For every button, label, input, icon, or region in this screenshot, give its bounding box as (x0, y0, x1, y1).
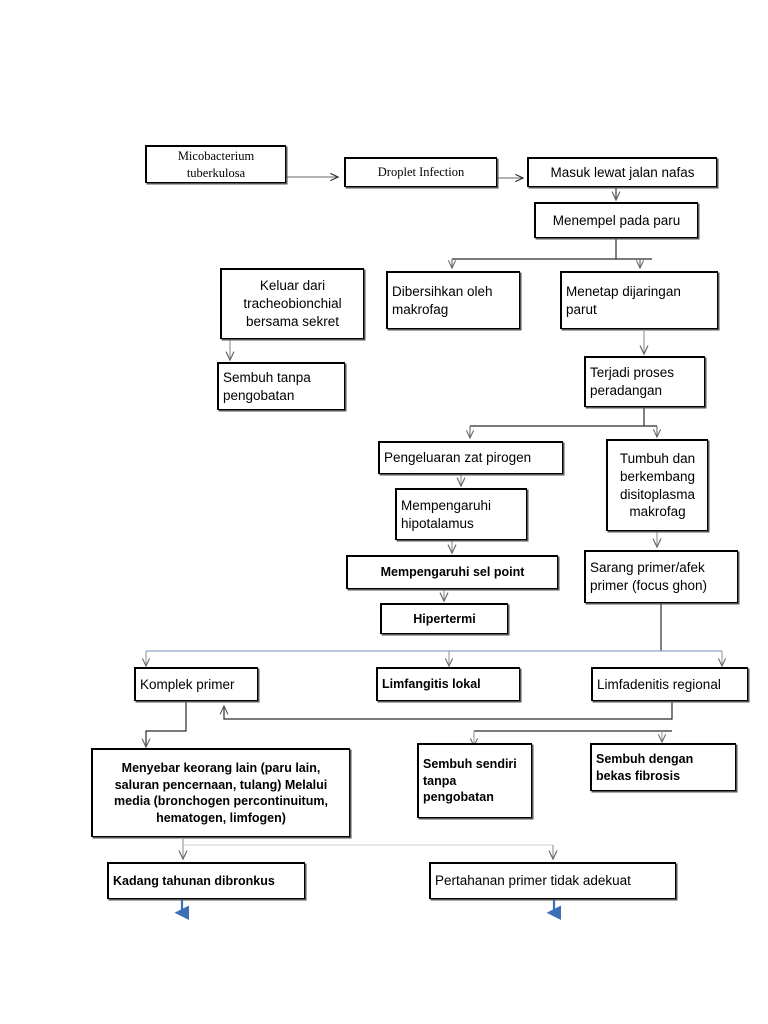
node-label: Menempel pada paru (552, 212, 681, 228)
connector-komplek-to-menyebar (146, 701, 187, 747)
node-dibersihkan-makrofag[interactable]: Dibersihkan oleh makrofag (386, 271, 520, 329)
node-kadang-tahunan-dibronkus[interactable]: Kadang tahunan dibronkus (107, 862, 305, 899)
node-mempengaruhi-sel-point[interactable]: Mempengaruhi sel point (346, 555, 558, 589)
node-label: Pengeluaran zat pirogen (384, 450, 532, 466)
node-label: Micobacterium tuberkulosa (177, 149, 255, 180)
node-sembuh-tanpa-pengobatan[interactable]: Sembuh tanpa pengobatan (217, 362, 345, 410)
node-label: Menetap dijaringan parut (566, 283, 681, 317)
node-limfadenitis-regional[interactable]: Limfadenitis regional (591, 667, 748, 701)
node-label: Dibersihkan oleh makrofag (392, 283, 493, 317)
node-label: Komplek primer (140, 676, 235, 692)
node-limfangitis-lokal[interactable]: Limfangitis lokal (376, 667, 520, 701)
node-label: Hipertermi (413, 611, 476, 626)
node-label: Limfadenitis regional (597, 676, 721, 692)
node-menetap-dijaringan-parut[interactable]: Menetap dijaringan parut (560, 271, 718, 329)
node-label: Limfangitis lokal (382, 677, 481, 692)
node-label: Masuk lewat jalan nafas (550, 164, 695, 180)
node-sembuh-dengan-bekas-fibrosis[interactable]: Sembuh dengan bekas fibrosis (590, 743, 736, 791)
node-label: Kadang tahunan dibronkus (113, 873, 275, 888)
node-label: Sembuh tanpa pengobatan (223, 369, 311, 403)
node-menempel-pada-paru[interactable]: Menempel pada paru (534, 202, 698, 238)
node-keluar-tracheobionchial[interactable]: Keluar dari tracheobionchial bersama sek… (220, 268, 364, 339)
node-micobacterium[interactable]: Micobacterium tuberkulosa (145, 145, 286, 183)
node-label: Mempengaruhi hipotalamus (401, 497, 492, 531)
node-label: Keluar dari tracheobionchial bersama sek… (243, 278, 342, 329)
node-tumbuh-berkembang-disitoplasma[interactable]: Tumbuh dan berkembang disitoplasma makro… (606, 439, 708, 531)
node-droplet-infection[interactable]: Droplet Infection (344, 157, 497, 187)
node-sembuh-sendiri-tanpa-pengobatan[interactable]: Sembuh sendiri tanpa pengobatan (417, 743, 532, 818)
node-label: Mempengaruhi sel point (380, 565, 525, 580)
node-label: Sarang primer/afek primer (focus ghon) (590, 560, 708, 593)
node-masuk-lewat-jalan-nafas[interactable]: Masuk lewat jalan nafas (527, 157, 717, 187)
node-terjadi-proses-peradangan[interactable]: Terjadi proses peradangan (584, 356, 705, 407)
node-label: Droplet Infection (377, 165, 465, 180)
node-komplek-primer[interactable]: Komplek primer (134, 667, 258, 701)
node-label: Terjadi proses peradangan (590, 365, 675, 398)
node-pertahanan-primer-tidak-adekuat[interactable]: Pertahanan primer tidak adekuat (429, 862, 676, 899)
node-hipertermi[interactable]: Hipertermi (380, 603, 508, 634)
node-label: Pertahanan primer tidak adekuat (435, 873, 631, 889)
node-label: Menyebar keorang lain (paru lain, salura… (114, 761, 328, 825)
connector-menempel-split (452, 238, 652, 268)
connector-limfadenitis-to-komplek (224, 701, 673, 720)
node-label: Sembuh sendiri tanpa pengobatan (423, 757, 517, 805)
connector-terjadi-split (470, 407, 657, 438)
node-label: Tumbuh dan berkembang disitoplasma makro… (619, 450, 696, 520)
node-pengeluaran-zat-pirogen[interactable]: Pengeluaran zat pirogen (378, 441, 563, 474)
node-label: Sembuh dengan bekas fibrosis (596, 752, 694, 783)
node-mempengaruhi-hipotalamus[interactable]: Mempengaruhi hipotalamus (395, 488, 527, 540)
node-sarang-primer-focus-ghon[interactable]: Sarang primer/afek primer (focus ghon) (584, 550, 738, 603)
node-menyebar-keorang-lain[interactable]: Menyebar keorang lain (paru lain, salura… (91, 748, 350, 837)
connector-menyebar-to-bottom-row (183, 839, 553, 859)
